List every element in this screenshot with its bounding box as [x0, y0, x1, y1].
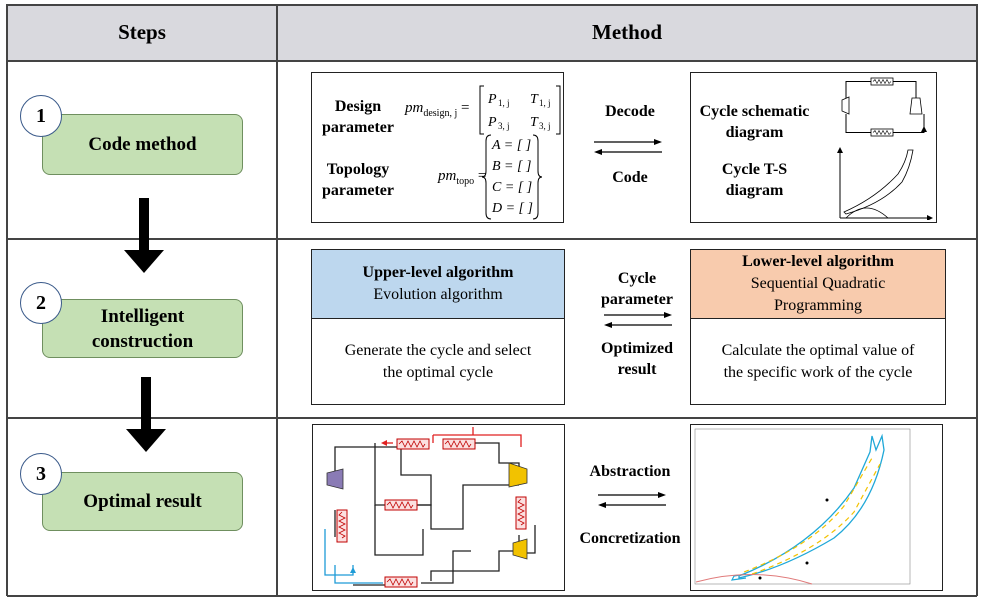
compressor-icon: [326, 468, 344, 490]
lower-level-body: Calculate the optimal value of the speci…: [691, 320, 945, 404]
matrix-sub-t3: 3, j: [539, 121, 551, 131]
upper-level-subtitle: Evolution algorithm: [373, 286, 503, 303]
matrix-sub-t1: 1, j: [539, 98, 551, 108]
topology-row-c: C = [ ]: [492, 180, 533, 195]
encoding-panel: [311, 72, 564, 223]
concretization-label: Concretization: [579, 530, 681, 547]
design-label-line-2: parameter: [322, 119, 394, 136]
cycle-schematic-line-2: diagram: [725, 124, 784, 141]
upper-body-line-1: Generate the cycle and select: [344, 342, 532, 359]
header-row: [7, 5, 977, 61]
cycle-ts-label: Cycle T-S diagram: [692, 159, 817, 201]
pm-topo-subscript: topo: [456, 176, 475, 187]
column-divider: [276, 4, 278, 596]
lower-level-header: Lower-level algorithm Sequential Quadrat…: [691, 250, 945, 319]
step-1-label: Code method: [88, 134, 197, 155]
topology-row-a: A = [ ]: [492, 138, 532, 153]
step-3-label: Optimal result: [83, 491, 202, 512]
lower-level-subtitle-line-2: Programming: [774, 297, 862, 314]
matrix-sub-p1: 1, j: [498, 98, 510, 108]
table-border-top: [7, 4, 977, 6]
lower-level-title: Lower-level algorithm: [742, 253, 894, 270]
abstraction-label: Abstraction: [589, 463, 671, 480]
step-2-number: 2: [20, 282, 62, 324]
mini-ts-diagram: [837, 147, 933, 220]
step-3-number-text: 3: [36, 462, 46, 485]
matrix-cell-t3: T: [530, 115, 539, 130]
lower-body-line-2: the specific work of the cycle: [723, 364, 913, 381]
table-border-right: [976, 4, 978, 596]
matrix-sub-p3: 3, j: [498, 121, 510, 131]
row-divider-2: [7, 417, 977, 419]
table-border-left: [6, 4, 8, 596]
step-1-number: 1: [20, 95, 62, 137]
code-label: Code: [612, 169, 648, 186]
row-divider-header: [7, 60, 977, 62]
cycle-parameter-label: Cycle parameter: [587, 268, 687, 310]
topology-row-b: B = [ ]: [492, 159, 532, 174]
cycle-parameter-line-1: Cycle: [617, 270, 657, 287]
topology-label-line-1: Topology: [326, 161, 390, 178]
matrix-cell-p3: P: [487, 115, 497, 130]
matrix-cell-t1: T: [530, 92, 539, 107]
optimized-line-1: Optimized: [601, 340, 673, 357]
optimized-line-2: result: [617, 361, 657, 378]
cycle-ts-line-2: diagram: [725, 182, 784, 199]
topology-parameter-label: Topology parameter: [312, 159, 404, 201]
step-2-box: Intelligent construction: [42, 299, 243, 358]
step-2-number-text: 2: [36, 291, 46, 314]
cycle-schematic-label: Cycle schematic diagram: [692, 101, 817, 143]
abstraction-arrows: [598, 492, 666, 508]
turbine-icon: [508, 462, 528, 488]
design-parameter-label: Design parameter: [312, 96, 404, 138]
table-border-bottom: [7, 595, 977, 597]
topology-rows: A = [ ] B = [ ] C = [ ] D = [ ]: [492, 135, 533, 219]
pm-topo-symbol: pmtopo =: [438, 168, 487, 187]
step-1-number-text: 1: [36, 104, 46, 127]
upper-level-body: Generate the cycle and select the optima…: [312, 320, 564, 404]
step-3-number: 3: [20, 453, 62, 495]
cycle-schematic-line-1: Cycle schematic: [699, 103, 810, 120]
cycle-parameter-line-2: parameter: [601, 291, 673, 308]
cycle-ts-line-1: Cycle T-S: [721, 161, 788, 178]
step-2-label-line-1: Intelligent: [100, 305, 185, 327]
header-steps: Steps: [118, 20, 166, 44]
lower-level-subtitle-line-1: Sequential Quadratic: [750, 275, 886, 292]
header-method: Method: [592, 20, 662, 44]
turbine-icon: [512, 538, 528, 560]
row-divider-1: [7, 238, 977, 240]
upper-level-title: Upper-level algorithm: [362, 264, 514, 281]
mini-cycle-schematic: [841, 77, 927, 137]
upper-level-header: Upper-level algorithm Evolution algorith…: [312, 250, 564, 319]
pm-design-subscript: design, j: [423, 108, 458, 119]
heat-exchangers: [336, 438, 527, 588]
topology-label-line-2: parameter: [322, 182, 394, 199]
algorithm-exchange-arrows: [604, 312, 672, 328]
topology-brace: [482, 134, 542, 220]
step-1-box: Code method: [42, 114, 243, 175]
optimized-result-label: Optimized result: [587, 338, 687, 380]
decode-label: Decode: [605, 103, 655, 120]
design-matrix: P 1, j T 1, j P 3, j T 3, j: [479, 85, 561, 135]
design-label-line-1: Design: [334, 98, 382, 115]
decode-code-arrows: [594, 139, 662, 155]
optimal-cycle-schematic: [324, 427, 536, 588]
upper-body-line-2: the optimal cycle: [382, 364, 494, 381]
down-arrow-2: [126, 377, 166, 452]
lower-body-line-1: Calculate the optimal value of: [721, 342, 915, 359]
matrix-cell-p1: P: [487, 92, 497, 107]
cycle-diagram-panel: [690, 72, 937, 223]
topology-row-d: D = [ ]: [492, 201, 533, 216]
optimal-ts-diagram: [694, 428, 911, 585]
step-3-box: Optimal result: [42, 472, 243, 531]
step-2-label-line-2: construction: [91, 330, 194, 352]
down-arrow-1: [124, 198, 164, 273]
pm-design-symbol: pmdesign, j =: [405, 100, 470, 119]
